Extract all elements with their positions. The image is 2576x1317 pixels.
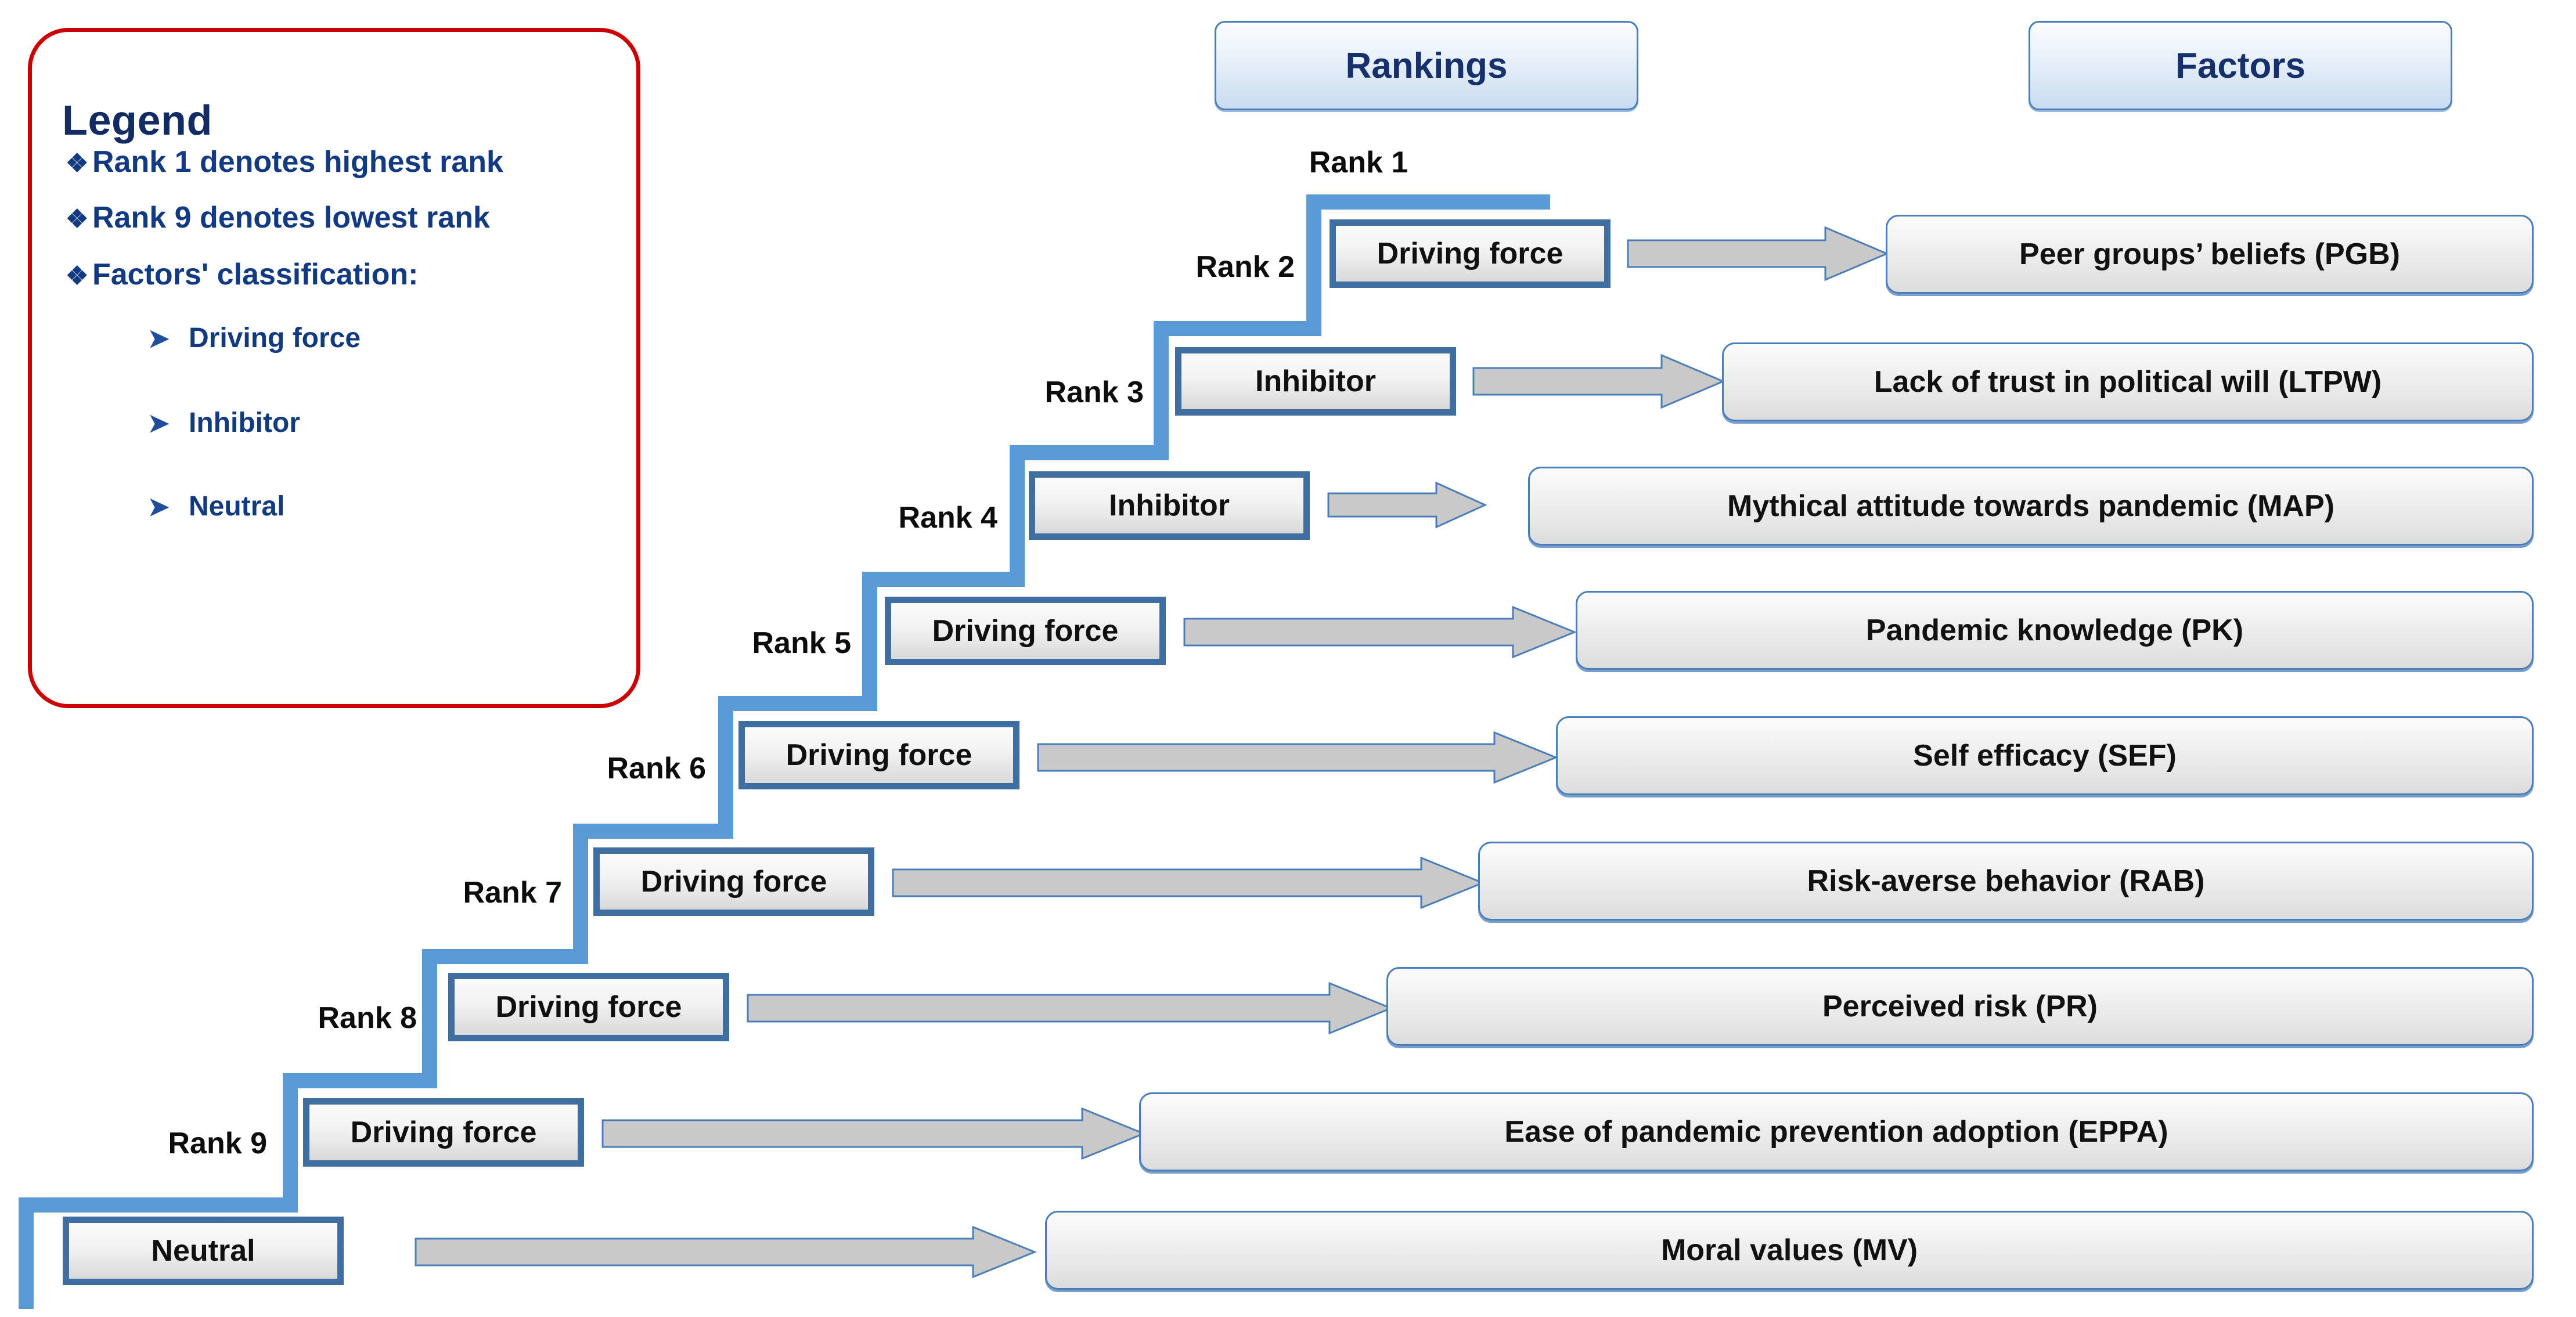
rank-label-1: Rank 1 bbox=[1309, 146, 1408, 179]
classification-box-3: Inhibitor bbox=[1029, 471, 1310, 540]
rank-label-5: Rank 5 bbox=[752, 626, 851, 660]
legend-item-4: ➤ Inhibitor bbox=[148, 407, 300, 439]
rank-label-9: Rank 9 bbox=[168, 1127, 267, 1160]
legend-title: Legend bbox=[62, 98, 213, 144]
factor-pill-6: Risk-averse behavior (RAB) bbox=[1478, 842, 2534, 921]
flow-arrow-8 bbox=[601, 1107, 1146, 1160]
classification-box-2: Inhibitor bbox=[1175, 347, 1456, 416]
legend-item-5: ➤ Neutral bbox=[148, 490, 284, 522]
legend-item-label: Driving force bbox=[189, 323, 361, 353]
legend-item-label: Neutral bbox=[189, 491, 285, 522]
classification-box-5: Driving force bbox=[738, 721, 1019, 789]
flow-arrow-4 bbox=[1183, 605, 1577, 659]
rank-label-8: Rank 8 bbox=[318, 1001, 417, 1035]
classification-box-8: Driving force bbox=[303, 1098, 584, 1167]
factor-pill-2: Lack of trust in political will (LTPW) bbox=[1722, 342, 2534, 421]
factor-pill-4: Pandemic knowledge (PK) bbox=[1576, 591, 2534, 670]
factor-pill-5: Self efficacy (SEF) bbox=[1556, 716, 2534, 795]
flow-arrow-7 bbox=[747, 982, 1393, 1035]
classification-box-1: Driving force bbox=[1330, 219, 1611, 288]
legend-item-2: ❖ Factors' classification: bbox=[66, 257, 418, 292]
factor-pill-1: Peer groups’ beliefs (PGB) bbox=[1886, 215, 2534, 294]
factor-pill-3: Mythical attitude towards pandemic (MAP) bbox=[1528, 467, 2534, 546]
diamond-bullet-icon: ❖ bbox=[66, 262, 89, 290]
arrow-bullet-icon: ➤ bbox=[148, 409, 170, 438]
arrow-bullet-icon: ➤ bbox=[148, 324, 170, 353]
legend-box: Legend ❖ Rank 1 denotes highest rank ❖ R… bbox=[28, 28, 640, 708]
rank-label-3: Rank 3 bbox=[1044, 376, 1144, 409]
rank-label-2: Rank 2 bbox=[1195, 250, 1295, 284]
rank-label-7: Rank 7 bbox=[463, 876, 562, 910]
legend-item-3: ➤ Driving force bbox=[148, 322, 361, 354]
legend-item-label: Rank 1 denotes highest rank bbox=[92, 145, 503, 179]
classification-box-9: Neutral bbox=[63, 1217, 344, 1285]
arrow-bullet-icon: ➤ bbox=[148, 493, 170, 521]
flow-arrow-3 bbox=[1327, 481, 1487, 529]
factor-pill-7: Perceived risk (PR) bbox=[1386, 967, 2534, 1046]
classification-box-6: Driving force bbox=[593, 847, 874, 916]
classification-box-7: Driving force bbox=[448, 973, 729, 1041]
flow-arrow-5 bbox=[1037, 731, 1558, 784]
factor-pill-8: Ease of pandemic prevention adoption (EP… bbox=[1139, 1092, 2534, 1171]
flow-arrow-1 bbox=[1627, 226, 1889, 282]
flow-arrow-6 bbox=[892, 856, 1485, 910]
rank-label-4: Rank 4 bbox=[898, 501, 997, 535]
factor-pill-9: Moral values (MV) bbox=[1045, 1211, 2534, 1290]
legend-item-0: ❖ Rank 1 denotes highest rank bbox=[66, 145, 503, 179]
legend-item-label: Factors' classification: bbox=[92, 258, 419, 291]
diamond-bullet-icon: ❖ bbox=[66, 205, 89, 233]
header-rankings: Rankings bbox=[1215, 21, 1638, 110]
flow-arrow-2 bbox=[1472, 353, 1725, 409]
classification-box-4: Driving force bbox=[885, 597, 1166, 665]
rank-label-6: Rank 6 bbox=[607, 752, 706, 785]
legend-item-label: Rank 9 denotes lowest rank bbox=[92, 201, 490, 234]
flow-arrow-9 bbox=[415, 1225, 1037, 1279]
diamond-bullet-icon: ❖ bbox=[66, 149, 89, 178]
legend-item-label: Inhibitor bbox=[189, 407, 300, 438]
header-factors: Factors bbox=[2029, 21, 2452, 110]
legend-item-1: ❖ Rank 9 denotes lowest rank bbox=[66, 200, 490, 235]
